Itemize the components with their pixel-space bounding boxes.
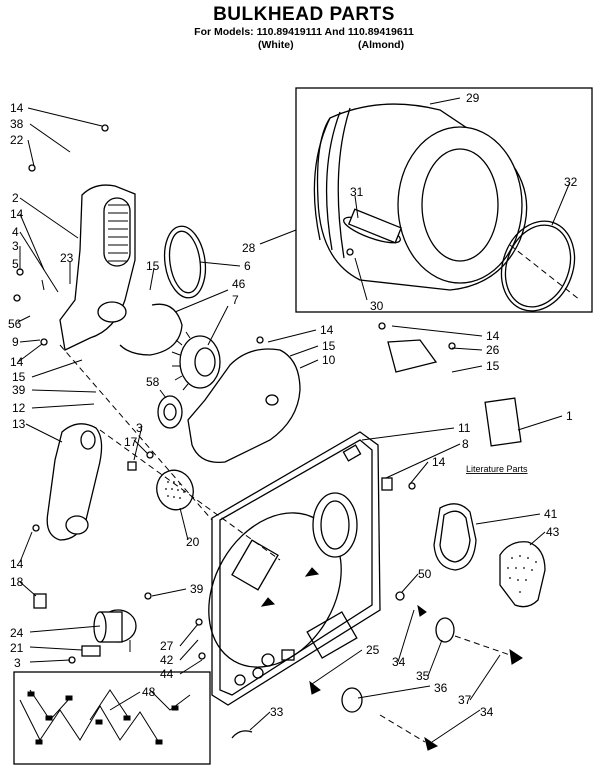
door-panel bbox=[499, 541, 546, 608]
part-label-3: 3 bbox=[14, 656, 21, 670]
part-label-12: 12 bbox=[12, 401, 26, 415]
part-label-28: 28 bbox=[242, 241, 256, 255]
part-label-8: 8 bbox=[462, 437, 469, 451]
white-label: (White) bbox=[258, 39, 294, 51]
part-label-34: 34 bbox=[480, 705, 494, 719]
part-label-35: 35 bbox=[416, 669, 430, 683]
literature-booklet bbox=[484, 397, 522, 447]
part-label-39: 39 bbox=[190, 582, 204, 596]
part-label-48: 48 bbox=[142, 685, 156, 699]
part-label-26: 26 bbox=[486, 343, 500, 357]
gasket-6 bbox=[163, 225, 207, 299]
part-label-50: 50 bbox=[418, 567, 432, 581]
part-label-1: 1 bbox=[566, 409, 573, 423]
exhaust-duct bbox=[59, 184, 136, 351]
part-label-17: 17 bbox=[124, 435, 138, 449]
part-label-29: 29 bbox=[466, 91, 480, 105]
bracket-26 bbox=[387, 339, 438, 373]
part-label-15: 15 bbox=[322, 339, 336, 353]
part-label-9: 9 bbox=[12, 335, 19, 349]
part-label-39: 39 bbox=[12, 383, 26, 397]
part-label-22: 22 bbox=[10, 133, 24, 147]
part-label-56: 56 bbox=[8, 317, 22, 331]
part-label-37: 37 bbox=[458, 693, 472, 707]
blower-wheel bbox=[171, 331, 221, 391]
models-line: For Models: 110.89419111 And 110.8941961… bbox=[194, 26, 414, 38]
part-label-15: 15 bbox=[486, 359, 500, 373]
seal-46 bbox=[119, 303, 183, 356]
part-label-58: 58 bbox=[146, 375, 160, 389]
hinge-35 bbox=[435, 617, 455, 643]
part-label-42: 42 bbox=[160, 653, 174, 667]
drum bbox=[313, 103, 528, 291]
part-label-14: 14 bbox=[10, 355, 24, 369]
catch-34c bbox=[509, 648, 523, 665]
part-label-14: 14 bbox=[10, 101, 24, 115]
part-label-31: 31 bbox=[350, 185, 364, 199]
part-label-30: 30 bbox=[370, 299, 384, 313]
catch-34b bbox=[424, 736, 439, 751]
part-label-46: 46 bbox=[232, 277, 246, 291]
clip-18 bbox=[33, 593, 47, 609]
part-label-34: 34 bbox=[392, 655, 406, 669]
part-label-10: 10 bbox=[322, 353, 336, 367]
part-label-14: 14 bbox=[10, 207, 24, 221]
drum-group-box bbox=[295, 87, 593, 313]
part-label-43: 43 bbox=[546, 525, 560, 539]
part-label-3: 3 bbox=[12, 239, 19, 253]
part-label-20: 20 bbox=[186, 535, 200, 549]
catch-34a bbox=[309, 680, 321, 695]
almond-label: (Almond) bbox=[358, 39, 405, 51]
part-label-25: 25 bbox=[366, 643, 380, 657]
part-label-15: 15 bbox=[146, 259, 160, 273]
seal-58 bbox=[157, 395, 183, 429]
part-label-24: 24 bbox=[10, 626, 24, 640]
part-label-32: 32 bbox=[564, 175, 578, 189]
literature-parts-label: Literature Parts bbox=[466, 464, 528, 474]
door-seal bbox=[433, 503, 477, 571]
wire-harness-box bbox=[13, 671, 211, 765]
part-label-41: 41 bbox=[544, 507, 558, 521]
part-label-14: 14 bbox=[10, 557, 24, 571]
part-label-3: 3 bbox=[136, 421, 143, 435]
part-label-7: 7 bbox=[232, 293, 239, 307]
part-label-14: 14 bbox=[486, 329, 500, 343]
hinge-36 bbox=[341, 687, 363, 713]
part-label-6: 6 bbox=[244, 259, 251, 273]
drum-seal-ring bbox=[500, 220, 576, 312]
part-label-33: 33 bbox=[270, 705, 284, 719]
part-label-15: 15 bbox=[12, 370, 26, 384]
blower-housing bbox=[187, 348, 301, 464]
part-label-2: 2 bbox=[12, 191, 19, 205]
part-label-36: 36 bbox=[434, 681, 448, 695]
part-label-11: 11 bbox=[458, 421, 471, 435]
page-title: BULKHEAD PARTS bbox=[213, 4, 395, 25]
part-label-21: 21 bbox=[10, 641, 24, 655]
terminal-21 bbox=[81, 645, 101, 657]
bulkhead-panel bbox=[208, 431, 381, 706]
part-label-23: 23 bbox=[60, 251, 74, 265]
part-label-27: 27 bbox=[160, 639, 174, 653]
part-label-14: 14 bbox=[432, 455, 446, 469]
part-label-13: 13 bbox=[12, 417, 26, 431]
part-label-14: 14 bbox=[320, 323, 334, 337]
part-label-18: 18 bbox=[10, 575, 24, 589]
part-label-5: 5 bbox=[12, 257, 19, 271]
part-label-4: 4 bbox=[12, 225, 19, 239]
part-label-38: 38 bbox=[10, 117, 24, 131]
motor bbox=[93, 609, 137, 652]
lint-filter bbox=[156, 469, 194, 511]
part-label-44: 44 bbox=[160, 667, 174, 681]
